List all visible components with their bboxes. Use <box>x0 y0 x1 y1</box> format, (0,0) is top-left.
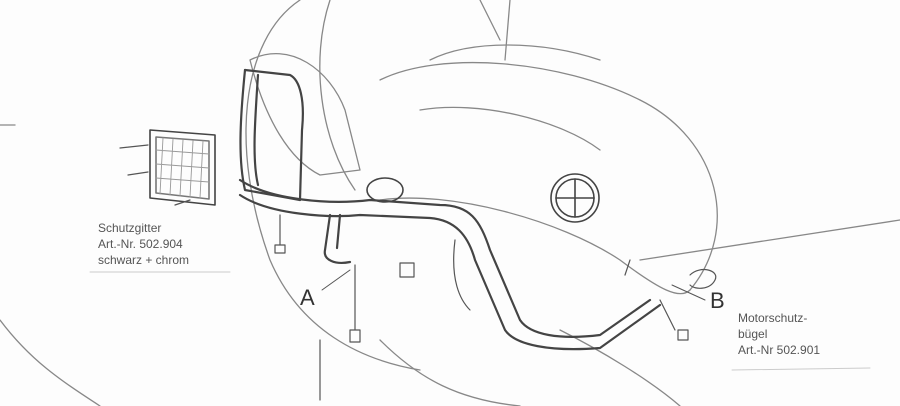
leader-lines <box>321 269 706 301</box>
mounting-bolts <box>119 144 717 401</box>
marker-b: B <box>710 288 725 313</box>
grille-icon <box>149 129 216 206</box>
engine-guard-part-number: Art.-Nr 502.901 <box>738 343 821 357</box>
engine-guard-label-line2: bügel <box>738 327 768 341</box>
label-underline-b <box>731 367 871 371</box>
tank-emblem-icon <box>550 173 600 223</box>
headlamp-guard-tubes <box>238 68 662 351</box>
engine-guard-label: Motorschutz- bügel Art.-Nr 502.901 <box>738 310 820 358</box>
grille-finish: schwarz + chrom <box>98 253 190 267</box>
turn-signal-icon <box>366 177 404 203</box>
grille-label: Schutzgitter Art.-Nr. 502.904 schwarz + … <box>98 220 189 268</box>
grille-label-line1: Schutzgitter <box>98 221 162 235</box>
engine-guard-label-line1: Motorschutz- <box>738 311 808 325</box>
grille-part-number: Art.-Nr. 502.904 <box>98 237 183 251</box>
marker-a: A <box>300 285 315 310</box>
